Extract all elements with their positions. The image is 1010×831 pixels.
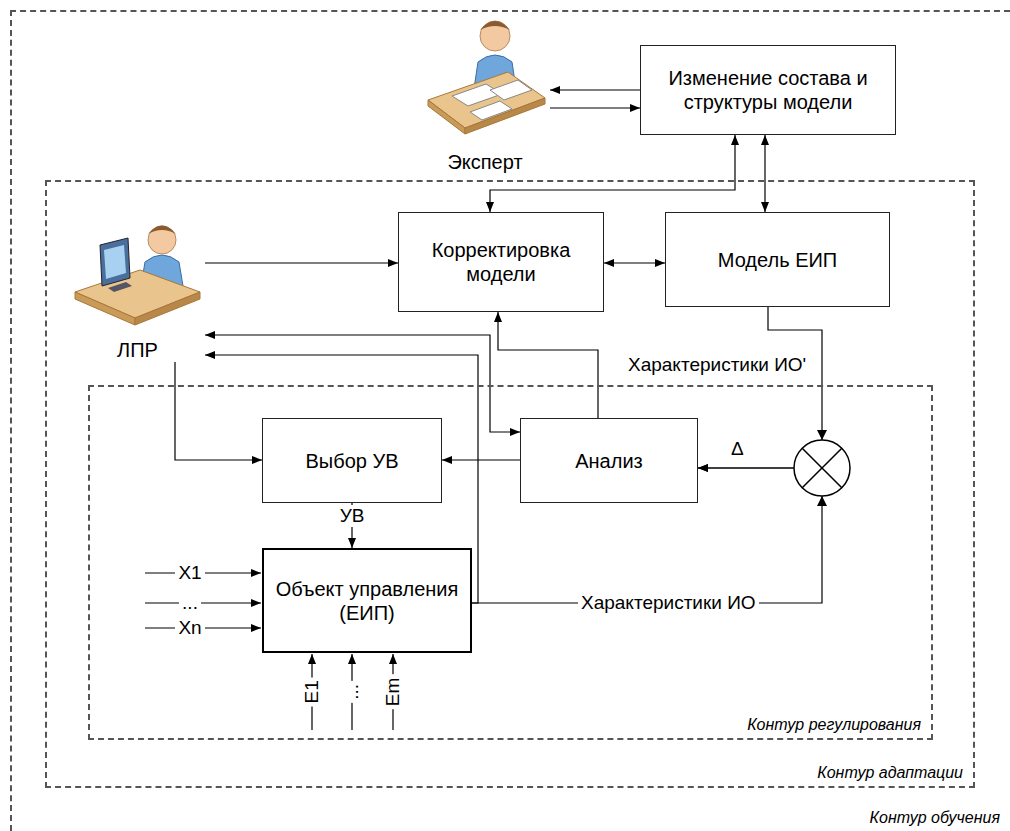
box-label: Корректировка модели <box>405 238 597 286</box>
signal-label: ... <box>179 592 201 614</box>
connector-arrow <box>442 459 520 460</box>
connector-arrow <box>550 89 640 90</box>
person-node: Эксперт <box>420 4 550 174</box>
box-label: Объект управления (ЕИП) <box>270 577 464 625</box>
person-node: ЛПР <box>70 220 205 362</box>
connector-arrow <box>498 312 598 418</box>
process-box: Модель ЕИП <box>665 212 890 307</box>
signal-label: ... <box>341 681 363 703</box>
box-label: Модель ЕИП <box>718 248 837 272</box>
signal-label: E1 <box>301 677 323 706</box>
process-box: Корректировка модели <box>398 212 604 312</box>
signal-label: X1 <box>175 562 204 584</box>
connector-arrow <box>764 135 765 212</box>
process-box: Изменение состава и структуры модели <box>640 45 896 135</box>
process-box: Выбор УВ <box>262 418 442 503</box>
process-box: Анализ <box>520 418 698 503</box>
delta-label: Δ <box>728 438 747 460</box>
connector-arrow <box>698 307 822 468</box>
box-label: Анализ <box>575 449 643 473</box>
connector-arrow <box>490 135 735 212</box>
contour-region: Контур регулирования Выбор УВ АнализОбъект… <box>88 385 933 740</box>
connector-arrow <box>205 262 398 263</box>
signal-label: Xn <box>175 617 204 639</box>
box-label: Выбор УВ <box>305 449 398 473</box>
person-label: ЛПР <box>70 339 205 362</box>
contour-label: Контур обучения <box>870 809 1000 827</box>
connector-arrow <box>550 107 640 108</box>
edge-label: Характеристики ИО' <box>625 354 809 376</box>
expert-icon <box>428 21 545 134</box>
comparator-symbol <box>794 430 850 506</box>
decision-maker-icon <box>75 226 200 326</box>
connector-arrow <box>175 362 262 460</box>
edge-label: УВ <box>337 505 368 527</box>
contour-region: Контур адаптации ЛПР Корректировка модели М… <box>45 180 975 788</box>
person-label: Эксперт <box>420 151 550 174</box>
contour-region: Контур обучения Эксперт Изменение состава … <box>10 10 1010 831</box>
process-box: Объект управления (ЕИП) <box>262 548 472 653</box>
connector-arrow <box>604 262 665 263</box>
box-label: Изменение состава и структуры модели <box>647 66 889 114</box>
contour-label: Контур адаптации <box>817 764 963 782</box>
signal-label: Em <box>382 675 404 710</box>
edge-label: Характеристики ИО <box>578 592 759 614</box>
contour-label: Контур регулирования <box>747 716 921 734</box>
